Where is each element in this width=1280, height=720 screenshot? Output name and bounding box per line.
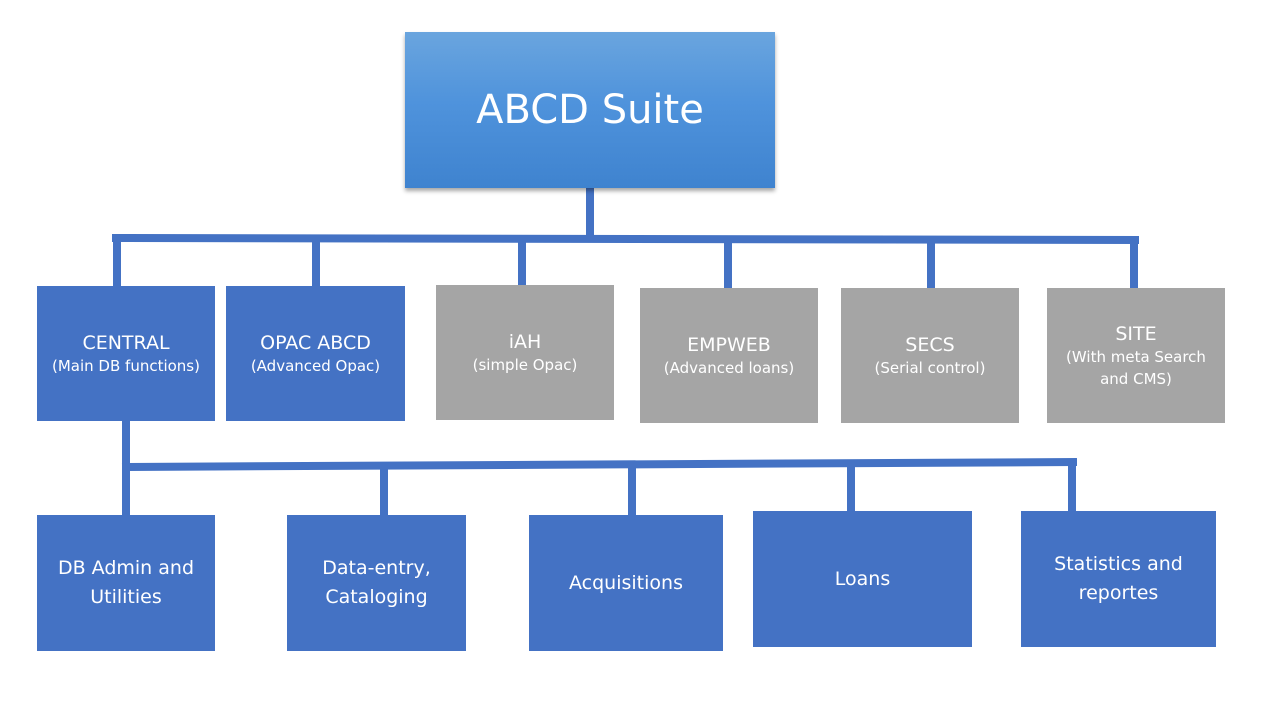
- module-site: SITE (With meta Search and CMS): [1047, 288, 1225, 423]
- module-iah: iAH (simple Opac): [436, 285, 614, 420]
- module-opac-abcd: OPAC ABCD (Advanced Opac): [226, 286, 405, 421]
- function-name: Acquisitions: [569, 571, 683, 594]
- module-name: EMPWEB: [687, 333, 771, 356]
- function-name: Data-entry, Cataloging: [322, 557, 431, 608]
- module-central: CENTRAL (Main DB functions): [37, 286, 215, 421]
- function-name: DB Admin and Utilities: [57, 557, 195, 608]
- connector-top-bar: [111, 234, 1140, 244]
- module-name: CENTRAL: [82, 331, 170, 354]
- function-db-admin: DB Admin and Utilities: [37, 515, 215, 651]
- function-acquisitions: Acquisitions: [529, 515, 723, 651]
- module-name: OPAC ABCD: [260, 331, 371, 354]
- function-data-entry: Data-entry, Cataloging: [287, 515, 466, 651]
- module-sub: (Advanced loans): [663, 358, 795, 377]
- module-empweb: EMPWEB (Advanced loans): [640, 288, 818, 423]
- module-sub: (Advanced Opac): [250, 356, 381, 375]
- title-node: ABCD Suite: [405, 32, 775, 188]
- module-name: iAH: [508, 330, 542, 353]
- module-sub: (simple Opac): [472, 355, 578, 374]
- module-name: SECS: [905, 333, 955, 356]
- function-name: Loans: [834, 567, 891, 590]
- module-sub: (Main DB functions): [52, 356, 200, 375]
- function-loans: Loans: [753, 511, 972, 647]
- module-sub: (Serial control): [874, 358, 986, 377]
- function-name: Statistics and reportes: [1054, 553, 1183, 604]
- connector-bottom-bar: [121, 458, 1078, 471]
- function-statistics: Statistics and reportes: [1021, 511, 1216, 647]
- module-sub: (With meta Search and CMS): [1066, 347, 1206, 388]
- module-name: SITE: [1115, 322, 1157, 345]
- module-secs: SECS (Serial control): [841, 288, 1019, 423]
- title-label: ABCD Suite: [476, 87, 704, 133]
